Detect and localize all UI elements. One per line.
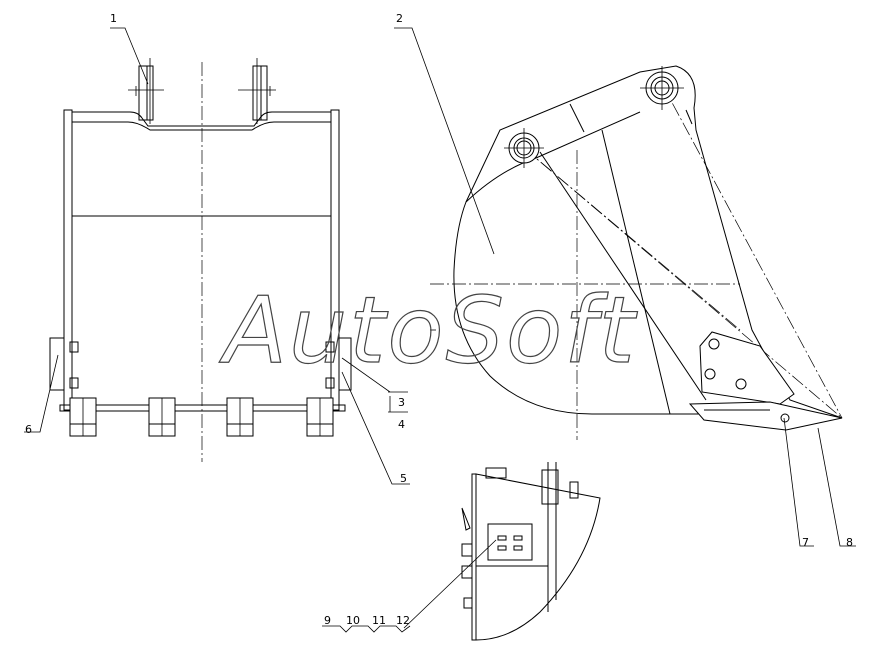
construction-line-2 [661,83,843,419]
ear-lug-right [238,58,276,124]
detail-outline [475,473,601,641]
side-view [394,27,856,547]
leader-8 [817,427,856,547]
bolt-2 [704,368,716,380]
autosoft-watermark: AutoSoft [219,277,638,384]
detail-boss [541,469,559,505]
detail-side-edge [471,473,477,641]
callout-6: 6 [25,423,32,436]
callout-11: 11 [372,614,386,627]
detail-box [487,523,533,561]
side-cutter-left [49,337,79,391]
callout-12: 12 [396,614,410,627]
bolt-3 [735,378,747,390]
callout-7: 7 [802,536,809,549]
tooth-adapter [688,401,843,431]
detail-view [322,462,601,641]
callout-8: 8 [846,536,853,549]
callout-4: 4 [398,418,405,431]
leader-6 [24,354,59,433]
detail-bolt-1 [461,543,473,557]
bucket-back-line [539,151,707,401]
leader-7 [783,417,814,547]
bracket-9-12 [322,625,411,633]
leader-2 [394,27,495,255]
right-side-wall [330,109,340,411]
leader-3 [341,357,391,393]
tooth-pin [780,413,790,423]
callout-2: 2 [396,12,403,25]
pin-boss-upper [640,66,684,110]
tooth-4 [306,397,334,437]
tooth-2 [148,397,176,437]
detail-bolt-3 [463,597,473,609]
detail-clip [461,507,471,531]
front-view [24,27,410,485]
leader-1 [110,27,149,85]
top-plate [72,111,331,127]
cutting-edge-bar [59,404,346,412]
leader-5 [341,371,410,485]
bucket-rib-line [601,129,671,415]
callout-3: 3 [398,396,405,409]
side-cutter-plate [699,331,795,405]
tooth-1 [69,397,97,437]
leader-9-12 [403,539,497,629]
detail-tab [569,481,579,499]
bucket-notch [569,103,585,133]
callout-5: 5 [400,472,407,485]
bucket-body-outline [453,65,843,423]
tooth-3 [226,397,254,437]
callout-9: 9 [324,614,331,627]
ear-lug-left [128,58,164,124]
bucket-inner-edge [465,111,641,203]
top-plate-inner [72,121,331,131]
callout-10: 10 [346,614,360,627]
callout-1: 1 [110,12,117,25]
construction-line-3 [523,147,741,331]
pin-boss-lower [504,128,544,168]
left-side-wall [63,109,73,411]
detail-top-block [485,467,507,479]
bucket-notch-2 [685,109,693,125]
bolt-1 [708,338,720,350]
